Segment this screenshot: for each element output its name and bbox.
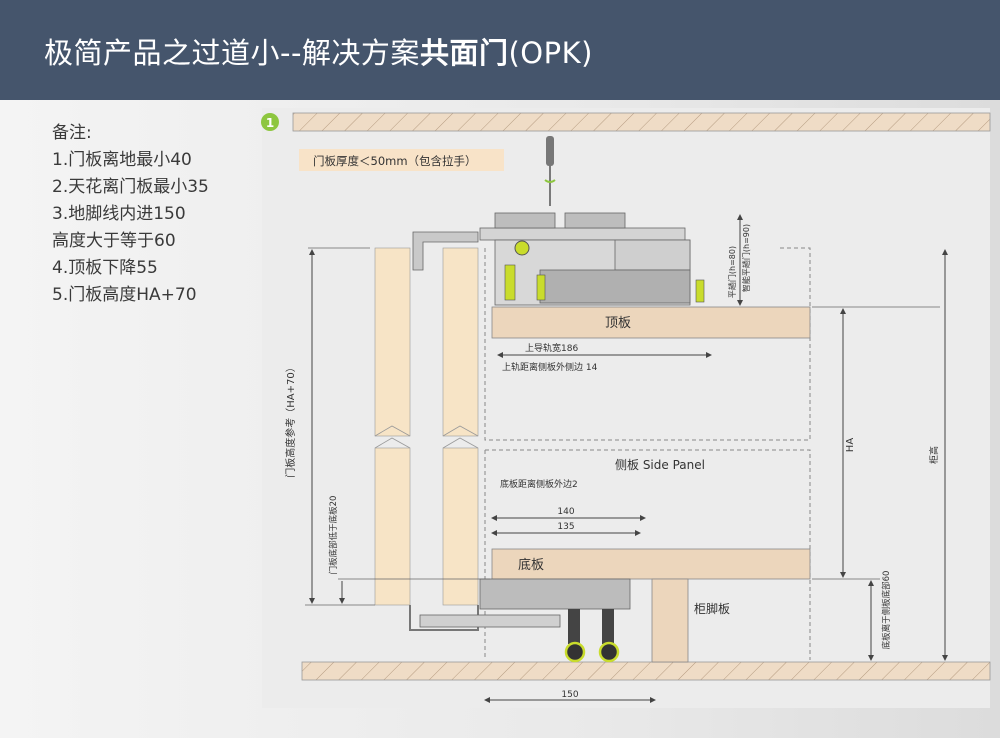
slide-title: 极简产品之过道小--解决方案共面门(OPK) xyxy=(44,30,593,72)
upper-rail-width-label: 上导轨宽186 xyxy=(525,342,578,354)
flat-door-label: 平趟门(h=80) xyxy=(727,246,737,298)
bottom-roller-hardware xyxy=(409,578,631,663)
dim-135-label: 135 xyxy=(557,522,574,532)
note-item: 2.天花离门板最小35 xyxy=(52,177,209,197)
upper-rail-offset-label: 上轨距离侧板外侧边 14 xyxy=(502,361,598,373)
bottom-board-label: 底板 xyxy=(518,557,544,573)
top-board-label: 顶板 xyxy=(605,316,631,331)
side-panel-label: 侧板 Side Panel xyxy=(615,458,705,472)
ceiling xyxy=(292,112,991,132)
notes-panel: 备注: 1.门板离地最小40 2.天花离门板最小35 3.地脚线内进150 高度… xyxy=(52,120,209,309)
door-height-label: 门板高度参考（HA+70） xyxy=(284,362,297,477)
diagram-panel xyxy=(262,108,990,708)
thickness-note-box xyxy=(299,149,504,171)
smart-flat-door-label: 智能平趟门(h=90) xyxy=(741,224,751,292)
dim-140-label: 140 xyxy=(557,507,574,517)
svg-text:1: 1 xyxy=(266,116,274,130)
plinth-label: 柜脚板 xyxy=(694,601,730,616)
note-item: 3.地脚线内进150 xyxy=(52,204,186,224)
plinth xyxy=(651,578,689,663)
title-main: 极简产品之过道小--解决方案 xyxy=(44,36,420,70)
bottom-above-side-label: 底板离于侧板底部60 xyxy=(881,571,892,650)
note-item: 1.门板离地最小40 xyxy=(52,150,192,170)
screwdriver-icon xyxy=(544,136,556,206)
bottom-board xyxy=(491,548,811,580)
door-below-bottom-label: 门板底部低于底板20 xyxy=(328,496,339,575)
top-rail-hardware xyxy=(412,212,705,306)
floor xyxy=(301,661,991,681)
thickness-note: 门板厚度＜50mm（包含拉手） xyxy=(313,154,477,168)
header-bar: 极简产品之过道小--解决方案共面门(OPK) xyxy=(0,0,1000,100)
note-item: 5.门板高度HA+70 xyxy=(52,285,197,305)
notes-heading: 备注: xyxy=(52,123,92,143)
title-suffix: (OPK) xyxy=(508,36,593,70)
dim-150-label: 150 xyxy=(561,690,578,700)
note-item: 4.顶板下降55 xyxy=(52,258,158,278)
note-item: 高度大于等于60 xyxy=(52,231,176,251)
top-board xyxy=(491,306,811,339)
step-badge: 1 xyxy=(261,113,279,131)
ha-label: HA xyxy=(845,438,856,453)
cabinet-height-label: 柜高 xyxy=(928,446,940,464)
title-bold: 共面门 xyxy=(419,36,509,70)
bottom-board-offset-label: 底板距离侧板外边2 xyxy=(500,478,578,490)
